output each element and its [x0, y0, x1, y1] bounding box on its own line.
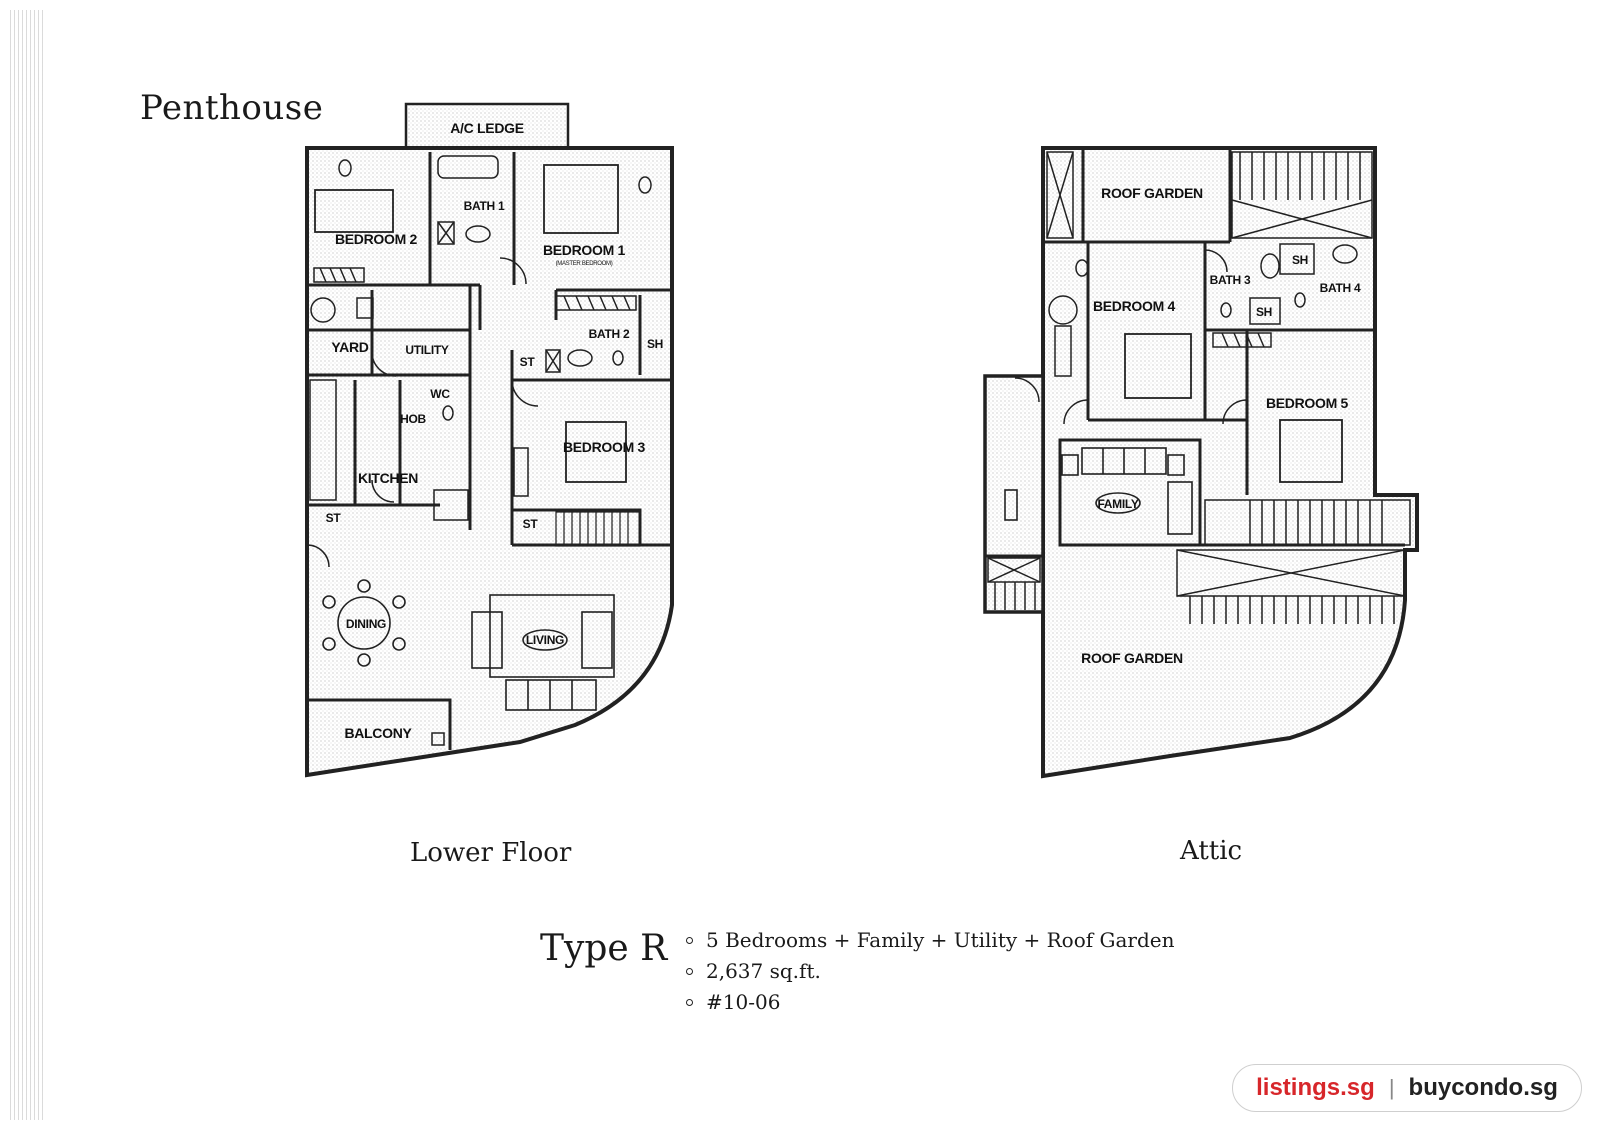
label-sh-1: SH [1292, 253, 1308, 267]
label-utility: UTILITY [405, 343, 449, 357]
label-bedroom-2: BEDROOM 2 [335, 231, 418, 247]
attic-plan [983, 146, 1419, 779]
label-bedroom-3: BEDROOM 3 [563, 439, 646, 455]
page-title: Penthouse [140, 88, 324, 128]
lower-floor-outline [305, 146, 674, 778]
unit-type: Type R [540, 928, 668, 969]
bullet-icon [686, 999, 693, 1006]
lower-floor-caption: Lower Floor [410, 838, 572, 868]
label-dining: DINING [346, 617, 386, 631]
label-bath-1: BATH 1 [464, 199, 505, 213]
attic-caption: Attic [1180, 836, 1243, 866]
brand-watermark[interactable]: listings.sg | buycondo.sg [1232, 1064, 1582, 1112]
unit-specs: 5 Bedrooms + Family + Utility + Roof Gar… [686, 925, 1175, 1018]
label-bedroom-5: BEDROOM 5 [1266, 395, 1349, 411]
label-st-2: ST [326, 511, 342, 525]
label-roof-garden-bottom: ROOF GARDEN [1081, 650, 1183, 666]
label-st-1: ST [520, 355, 536, 369]
bullet-icon [686, 968, 693, 975]
label-hob: HOB [400, 412, 426, 426]
brand-buycondo-link[interactable]: buycondo.sg [1408, 1074, 1558, 1101]
label-roof-garden-top: ROOF GARDEN [1101, 185, 1203, 201]
scan-edge-artifact [10, 10, 46, 1120]
lower-floor-labels: A/C LEDGE BEDROOM 2 BATH 1 BEDROOM 1 (MA… [326, 120, 664, 741]
label-kitchen: KITCHEN [358, 470, 418, 486]
spec-item: 5 Bedrooms + Family + Utility + Roof Gar… [686, 925, 1175, 956]
spec-item: 2,637 sq.ft. [686, 956, 1175, 987]
label-bath-3: BATH 3 [1210, 273, 1251, 287]
brand-separator: | [1388, 1075, 1395, 1100]
label-balcony: BALCONY [344, 725, 412, 741]
bullet-icon [686, 937, 693, 944]
attic-labels: ROOF GARDEN BATH 3 SH SH BATH 4 BEDROOM … [1081, 185, 1361, 666]
label-bath-2: BATH 2 [589, 327, 630, 341]
label-ac-ledge: A/C LEDGE [450, 120, 524, 136]
label-family: FAMILY [1097, 497, 1138, 511]
label-bath-4: BATH 4 [1320, 281, 1361, 295]
attic-outline [1041, 146, 1419, 779]
label-master-bedroom: (MASTER BEDROOM) [556, 261, 613, 267]
label-bedroom-4: BEDROOM 4 [1093, 298, 1176, 314]
lower-floor-plan [305, 102, 674, 778]
label-bedroom-1: BEDROOM 1 [543, 242, 626, 258]
brand-listings-link[interactable]: listings.sg [1256, 1074, 1375, 1101]
label-yard: YARD [331, 339, 368, 355]
spec-item: #10-06 [686, 987, 1175, 1018]
label-sh-2: SH [1256, 305, 1272, 319]
label-living: LIVING [526, 633, 564, 647]
label-wc: WC [430, 387, 450, 401]
label-sh: SH [647, 337, 663, 351]
label-st-3: ST [523, 517, 539, 531]
